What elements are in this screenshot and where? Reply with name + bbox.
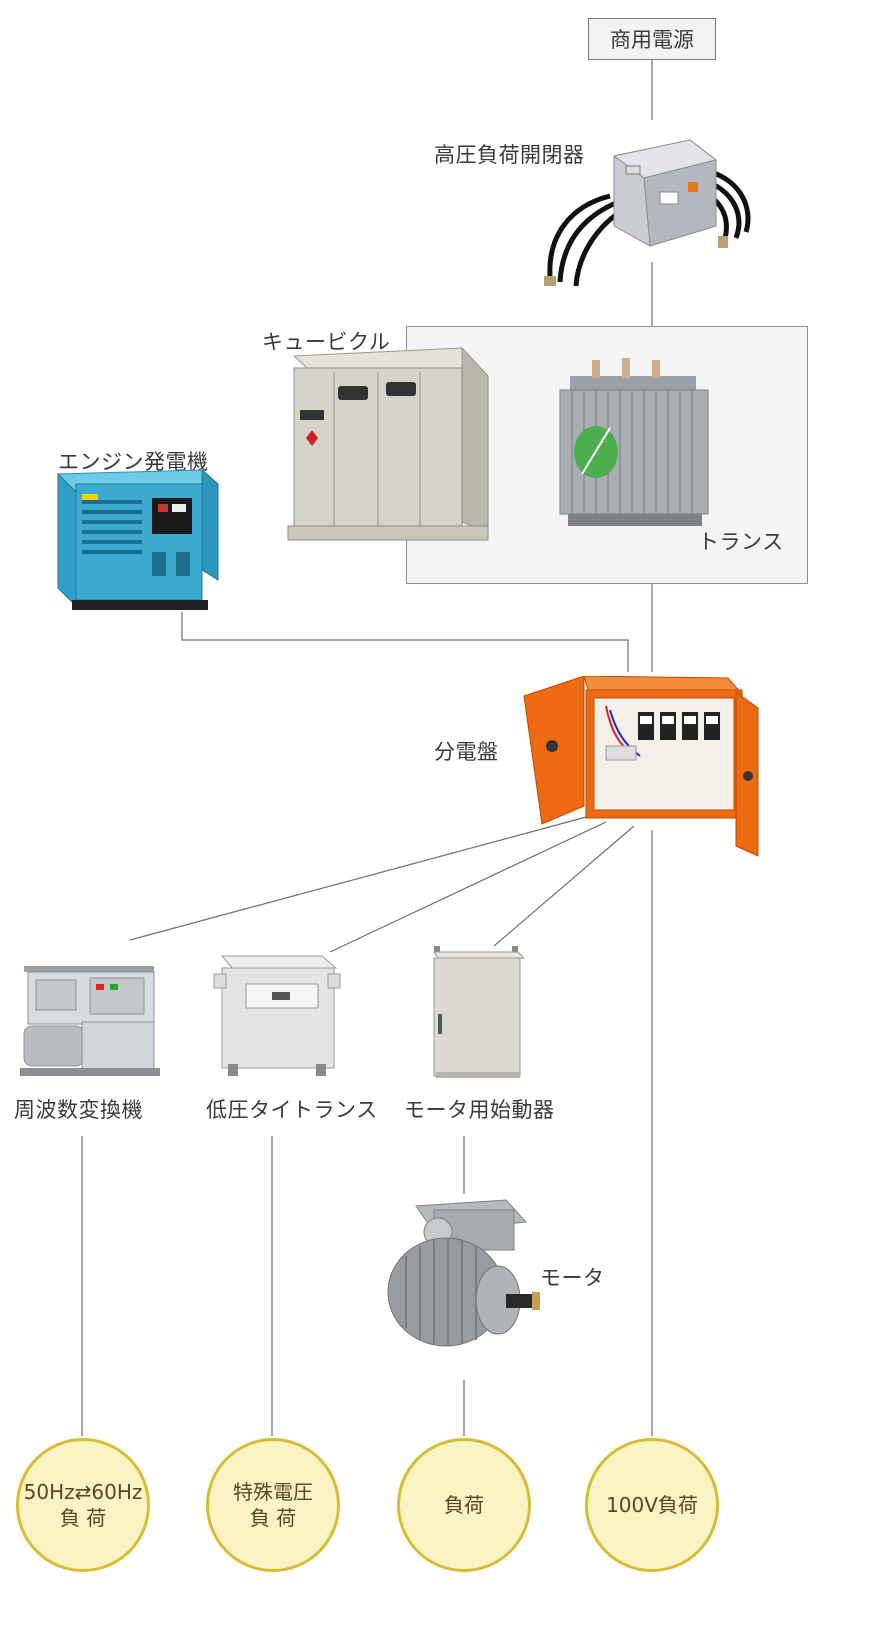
frequency-converter-image (20, 966, 160, 1076)
load-circle-special-voltage-line2: 負 荷 (249, 1506, 297, 1530)
load-circle-motor-line1: 負荷 (444, 1493, 484, 1517)
distribution-panel-image (523, 676, 759, 857)
lv-tie-transformer-label: 低圧タイトランス (206, 1098, 378, 1122)
load-circle-freq-line2: 負 荷 (59, 1506, 107, 1530)
transformer-image (559, 358, 709, 526)
engine-generator-image (56, 470, 220, 610)
load-circle-motor: 負荷 (397, 1438, 531, 1572)
lbs-label: 高圧負荷開閉器 (434, 143, 585, 167)
frequency-converter-label: 周波数変換機 (14, 1098, 143, 1122)
transformer-label: トランス (698, 530, 784, 554)
cubicle-label: キュービクル (262, 330, 391, 354)
motor-label: モータ (540, 1266, 605, 1290)
motor-starter-label: モータ用始動器 (404, 1098, 555, 1122)
load-circle-freq: 50Hz⇄60Hz 負 荷 (16, 1438, 150, 1572)
load-circle-special-voltage-line1: 特殊電圧 (233, 1480, 313, 1504)
lv-tie-transformer-image (213, 955, 341, 1076)
motor-image (387, 1199, 540, 1347)
panel-label: 分電盤 (434, 740, 499, 764)
commercial-power-source: 商用電源 (588, 18, 716, 60)
generator-label: エンジン発電機 (58, 450, 209, 474)
cubicle-image (287, 346, 490, 541)
load-circle-freq-line1: 50Hz⇄60Hz (23, 1480, 143, 1504)
load-break-switch-image (544, 139, 751, 287)
load-circle-100v: 100V負荷 (585, 1438, 719, 1572)
load-circle-special-voltage: 特殊電圧 負 荷 (206, 1438, 340, 1572)
motor-starter-image (433, 946, 526, 1078)
load-circle-100v-line1: 100V負荷 (606, 1493, 698, 1517)
